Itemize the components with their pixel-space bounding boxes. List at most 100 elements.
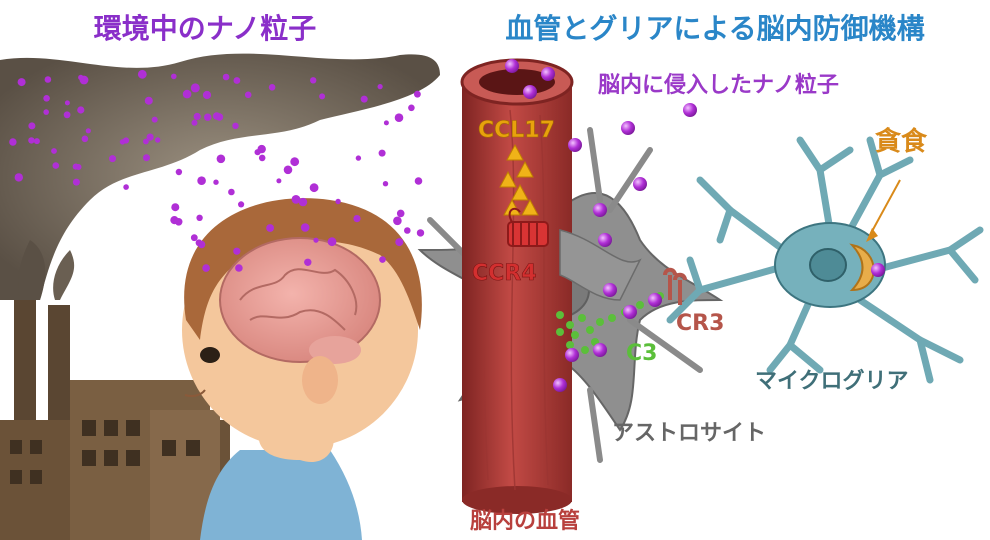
label-microglia: マイクログリア: [755, 368, 909, 394]
nanoparticle-dot: [182, 89, 192, 99]
nanoparticle-dot: [395, 238, 404, 247]
brain-nanoparticle: [871, 263, 885, 277]
nanoparticle-dot: [190, 83, 200, 93]
nanoparticle-dot: [85, 128, 91, 134]
nanoparticle-dot: [393, 216, 402, 226]
brain-nanoparticle: [603, 283, 617, 297]
nanoparticle-dot: [414, 90, 421, 98]
nanoparticle-dot: [171, 73, 177, 80]
c3-dot: [596, 318, 604, 326]
ccl17-molecules: [499, 143, 539, 216]
nanoparticle-dot: [33, 138, 40, 145]
nanoparticle-dot: [416, 229, 425, 237]
c3-dot: [581, 346, 589, 354]
nanoparticle-dot: [196, 214, 203, 221]
nanoparticle-dot: [283, 165, 293, 175]
brain-nanoparticle: [541, 67, 555, 81]
nanoparticle-dot: [257, 144, 266, 154]
nanoparticle-dot: [14, 173, 23, 182]
nanoparticle-dot: [51, 148, 57, 154]
nanoparticle-dot: [309, 183, 319, 193]
nanoparticle-dot: [170, 216, 179, 225]
nanoparticle-dot: [190, 234, 198, 242]
nanoparticle-dot: [143, 154, 150, 162]
nanoparticle-dot: [43, 109, 49, 115]
nanoparticle-dot: [155, 137, 161, 143]
nanoparticle-dot: [291, 195, 301, 204]
brain-nanoparticle: [553, 378, 567, 392]
child-head: [182, 198, 422, 540]
nanoparticle-dot: [378, 149, 386, 157]
label-brain-vessel: 脳内の血管: [470, 508, 580, 534]
nanoparticle-dot: [335, 198, 341, 205]
nanoparticle-dot: [144, 96, 153, 105]
nanoparticle-dot: [383, 120, 389, 126]
nanoparticle-dot: [28, 122, 36, 130]
nanoparticle-dot: [109, 155, 116, 163]
brain-nanoparticle: [648, 293, 662, 307]
brain-nanoparticle: [621, 121, 635, 135]
microglia: [666, 136, 984, 384]
nanoparticle-dot: [72, 163, 79, 170]
label-astrocyte: アストロサイト: [612, 421, 766, 446]
nanoparticle-dot: [64, 100, 70, 106]
nanoparticle-dot: [414, 177, 423, 185]
smoke-cloud: [0, 53, 440, 301]
brain-nanoparticle: [523, 85, 537, 99]
label-c3: C3: [626, 341, 657, 366]
c3-dot: [556, 311, 564, 319]
nanoparticle-dot: [212, 112, 221, 120]
nanoparticle-dot: [191, 119, 198, 126]
brain-nanoparticle: [683, 103, 697, 117]
nanoparticle-dot: [266, 224, 274, 232]
nanoparticle-dot: [122, 137, 130, 144]
nanoparticle-dot: [290, 157, 300, 167]
phagocytosis-arrowhead: [866, 228, 878, 242]
nanoparticle-dot: [404, 227, 411, 234]
right-title: 血管とグリアによる脳内防御機構: [505, 12, 924, 45]
brain-nanoparticle: [623, 305, 637, 319]
nanoparticle-dot: [81, 135, 89, 143]
c3-dot: [578, 314, 586, 322]
nanoparticle-dot: [77, 106, 85, 114]
c3-dot: [608, 314, 616, 322]
brain-nanoparticles: [505, 59, 885, 392]
nanoparticle-dot: [17, 78, 26, 87]
nanoparticle-dot: [222, 73, 230, 81]
nanoparticle-dot: [258, 154, 266, 162]
brain-nanoparticle: [593, 343, 607, 357]
nanoparticle-dot: [394, 113, 404, 122]
nanoparticle-dot: [193, 112, 201, 121]
nanoparticle-dot: [175, 168, 183, 176]
nanoparticle-dot: [304, 258, 312, 266]
c3-dot: [566, 321, 574, 329]
c3-dot: [636, 301, 644, 309]
c3-dot: [586, 326, 594, 334]
brain-nanoparticle: [593, 203, 607, 217]
nanoparticle-dot: [9, 138, 17, 146]
left-panel: 環境中のナノ粒子: [0, 12, 440, 540]
nanoparticle-dot: [408, 104, 415, 112]
nanoparticle-dot: [276, 178, 282, 184]
label-phagocytosis: 貪食: [875, 126, 928, 157]
nanoparticle-dot: [298, 197, 308, 207]
nanoparticle-dot: [355, 155, 362, 161]
nanoparticle-dot: [151, 116, 158, 123]
cr3-receptors: [663, 267, 687, 305]
nanoparticle-dot: [43, 95, 50, 102]
c3-dot: [556, 328, 564, 336]
nanoparticle-dot: [213, 179, 219, 185]
nanoparticle-dot: [63, 111, 71, 119]
nanoparticle-dot: [382, 181, 389, 187]
brain-nanoparticle: [565, 348, 579, 362]
astrocyte-endfoot: [559, 229, 642, 301]
nanoparticle-dot: [228, 188, 235, 196]
nanoparticle-dot: [28, 137, 35, 144]
nanoparticle-dot: [360, 95, 368, 103]
nanoparticle-dot: [52, 162, 60, 169]
nanoparticle-dot: [396, 209, 405, 218]
nanoparticle-dot: [268, 84, 276, 91]
nanoparticle-dot: [146, 133, 154, 141]
